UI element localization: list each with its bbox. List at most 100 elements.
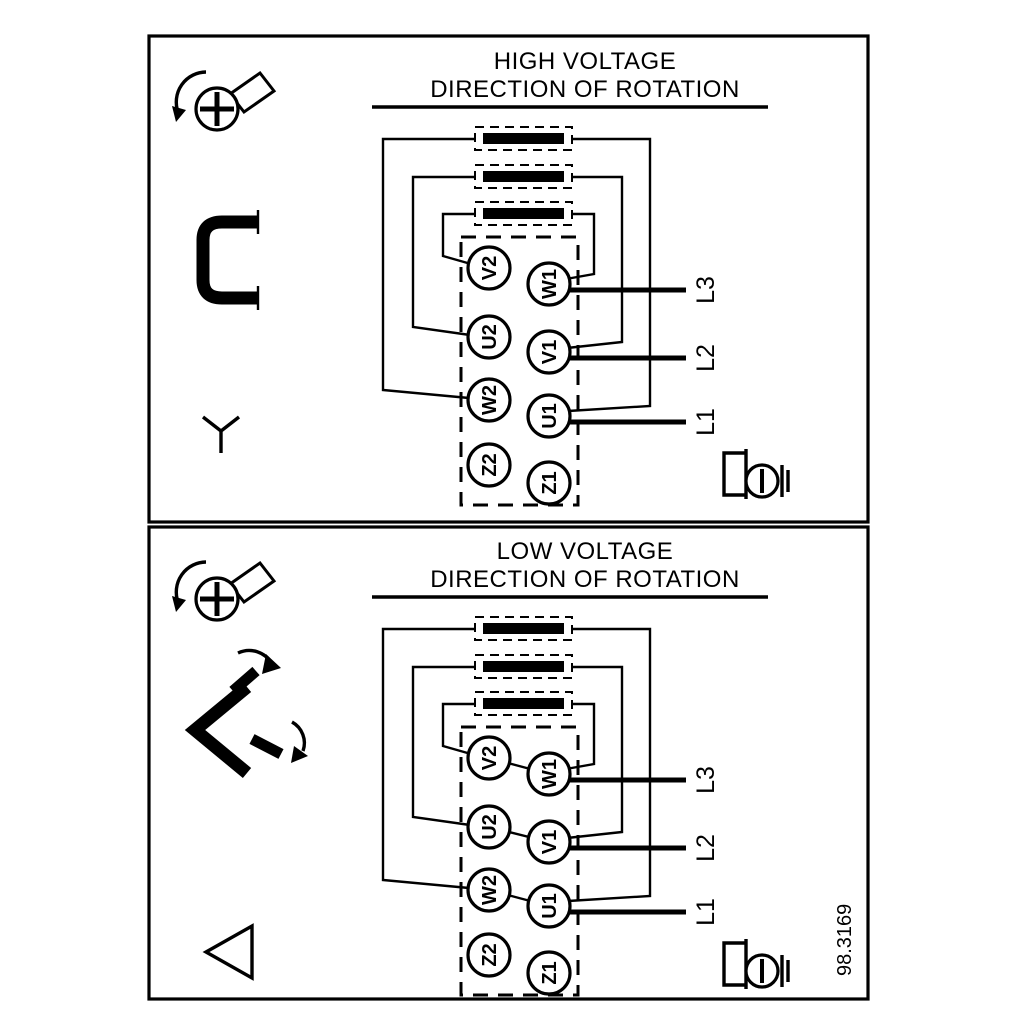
jumper-bracket-icon xyxy=(196,210,260,310)
terminal-circle xyxy=(466,377,512,423)
terminal-label: Z1 xyxy=(539,961,561,984)
wire-jumper3-v2 xyxy=(441,212,475,266)
terminal-label: Z2 xyxy=(479,943,501,966)
delta-jumper-icon xyxy=(184,648,308,779)
wire-jumper3-v2 xyxy=(441,702,475,756)
terminal-label: U1 xyxy=(539,893,561,919)
terminal-label: U2 xyxy=(479,324,501,350)
supply-lines: L3 L2 L1 xyxy=(567,766,720,926)
terminal-circle xyxy=(526,950,572,996)
terminal-box-outline xyxy=(459,235,580,507)
terminal-circle xyxy=(466,867,512,913)
terminal-z2: Z2 xyxy=(466,442,512,488)
jumper-arrowhead-top xyxy=(262,654,281,674)
rotation-arrow xyxy=(174,560,207,603)
panel-high-voltage: HIGH VOLTAGE DIRECTION OF ROTATION xyxy=(147,34,870,524)
terminal-v2: V2 xyxy=(466,735,512,781)
terminal-circle xyxy=(466,735,512,781)
phillips-cross-icon xyxy=(200,92,234,126)
jumper-bar-1 xyxy=(483,133,564,144)
jumper-bar-1 xyxy=(483,623,564,634)
terminal-label: V1 xyxy=(539,830,561,854)
terminal-v2: V2 xyxy=(466,245,512,291)
terminal-v1: V1 xyxy=(526,329,572,375)
terminal-v1: V1 xyxy=(526,819,572,865)
screw-rotation-icon xyxy=(172,560,277,622)
terminal-circle xyxy=(526,261,572,307)
panel-border xyxy=(147,34,870,524)
wire-jumper3-w1 xyxy=(565,212,596,281)
terminal-label: U2 xyxy=(479,814,501,840)
panel-title: LOW VOLTAGE xyxy=(497,538,674,565)
delta-shape xyxy=(202,923,254,981)
ground-terminal-icon xyxy=(722,449,790,499)
wire-jumper1-w2 xyxy=(381,137,475,400)
terminal-circle xyxy=(526,329,572,375)
star-connection-icon xyxy=(201,415,241,453)
terminal-w2: W2 xyxy=(466,377,512,423)
terminal-circle xyxy=(526,460,572,506)
terminal-circle xyxy=(466,245,512,291)
terminal-label: Z1 xyxy=(539,471,561,494)
terminal-u2: U2 xyxy=(466,804,512,850)
terminal-label: W2 xyxy=(479,875,501,905)
terminal-circle xyxy=(466,804,512,850)
ground-terminal-icon xyxy=(722,939,790,989)
ground-bracket xyxy=(722,939,748,989)
terminal-z1: Z1 xyxy=(526,950,572,996)
wire-jumper2-v1 xyxy=(566,175,624,350)
bracket-shape xyxy=(196,215,258,305)
terminal-label: W1 xyxy=(539,269,561,299)
terminal-label: U1 xyxy=(539,403,561,429)
terminal-w1: W1 xyxy=(526,751,572,797)
supply-label-l2: L2 xyxy=(692,834,720,862)
jumper-bars xyxy=(474,126,573,226)
panel-low-voltage: LOW VOLTAGE DIRECTION OF ROTATION xyxy=(147,525,870,1001)
rotation-arrowhead xyxy=(172,596,186,612)
supply-label-l2: L2 xyxy=(692,344,720,372)
supply-label-l1: L1 xyxy=(692,898,720,926)
jumper-bar-3 xyxy=(483,208,564,219)
terminal-label: V2 xyxy=(479,256,501,280)
terminal-circle xyxy=(526,751,572,797)
supply-label-l1: L1 xyxy=(692,408,720,436)
supply-lines: L3 L2 L1 xyxy=(567,276,720,436)
panel-subtitle: DIRECTION OF ROTATION xyxy=(430,76,740,103)
wire-jumper2-u2 xyxy=(411,175,475,337)
wire-jumper2-v1 xyxy=(566,665,624,840)
terminal-circle xyxy=(466,932,512,978)
terminal-block: V2 U2 W2 Z2 W1 V1 xyxy=(459,235,580,507)
jumper-bar-2 xyxy=(483,661,564,672)
screw-rotation-icon xyxy=(172,70,277,132)
star-shape xyxy=(201,415,241,453)
jumper-bars xyxy=(474,616,573,716)
wire-jumper1-w2 xyxy=(381,627,475,890)
terminal-label: W1 xyxy=(539,759,561,789)
terminal-w1: W1 xyxy=(526,261,572,307)
ground-bracket xyxy=(722,449,748,499)
wire-jumper1-u1 xyxy=(567,137,652,413)
terminal-label: W2 xyxy=(479,385,501,415)
delta-connection-icon xyxy=(202,923,254,981)
jumper-arrow-right xyxy=(291,720,307,752)
terminal-circle xyxy=(526,883,572,929)
rotation-arrow xyxy=(174,70,207,113)
terminal-circle xyxy=(526,393,572,439)
wire-jumper1-u1 xyxy=(567,627,652,903)
supply-label-l3: L3 xyxy=(692,766,720,794)
rotation-arrowhead xyxy=(172,106,186,122)
figure-number: 98.3169 xyxy=(834,904,856,976)
jumper-bar-3 xyxy=(483,698,564,709)
terminal-circle xyxy=(466,442,512,488)
terminal-label: V1 xyxy=(539,340,561,364)
terminal-block: V2 U2 W2 Z2 W1 V1 xyxy=(459,725,580,997)
terminal-z1: Z1 xyxy=(526,460,572,506)
wire-jumper2-u2 xyxy=(411,665,475,827)
jumper-bar-2 xyxy=(483,171,564,182)
terminal-u2: U2 xyxy=(466,314,512,360)
terminal-label: V2 xyxy=(479,746,501,770)
jumper-link-main xyxy=(184,681,252,779)
jumper-arrowhead-right xyxy=(291,746,308,763)
